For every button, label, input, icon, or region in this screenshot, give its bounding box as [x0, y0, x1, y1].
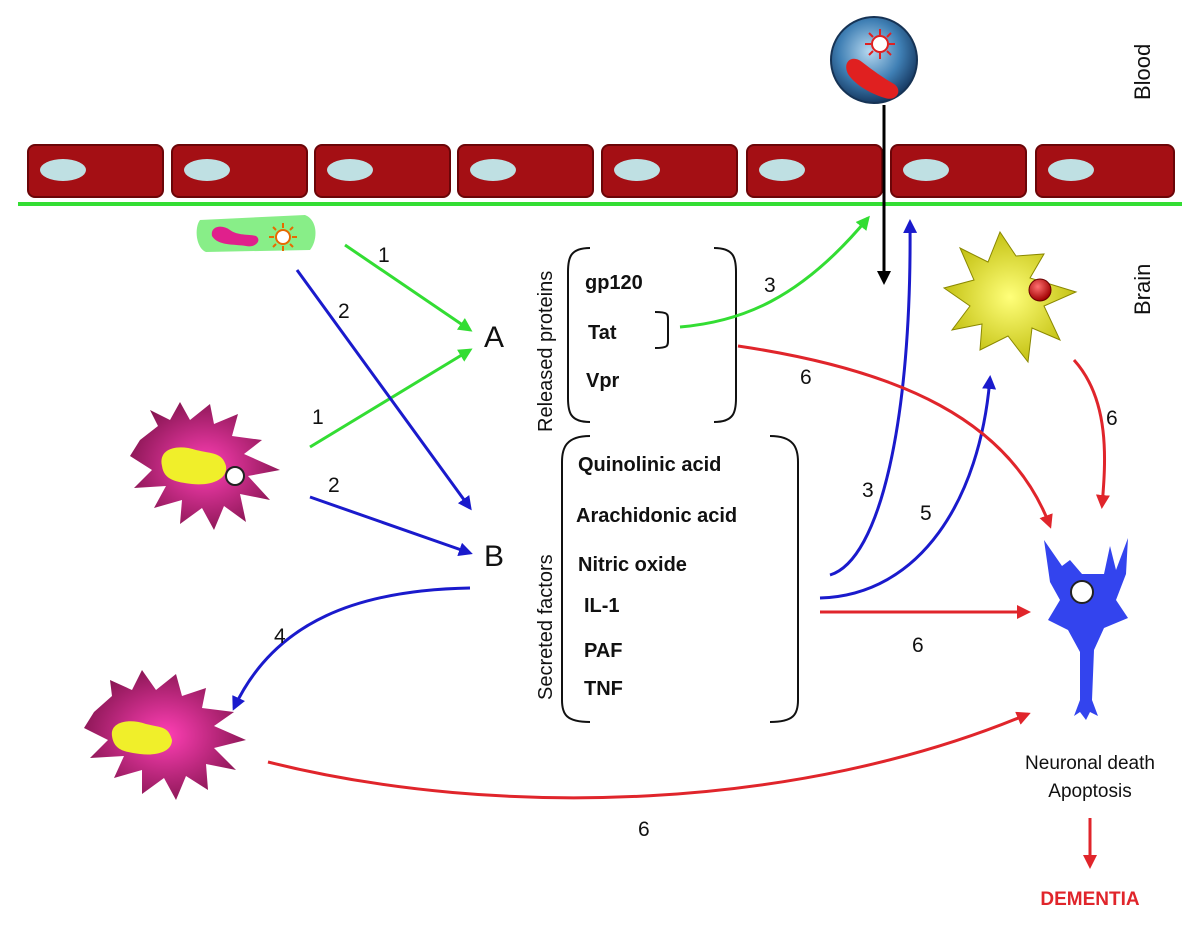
- infected-microglia-top: [196, 215, 316, 252]
- arrow-step5: [819, 375, 997, 600]
- step-label-2-top: 2: [338, 300, 350, 323]
- released-proteins-title: Released proteins: [535, 271, 557, 432]
- protein-tat: Tat: [588, 322, 617, 344]
- secreted-factors-title: Secreted factors: [535, 554, 557, 700]
- factor-arachidonic-acid: Arachidonic acid: [576, 505, 737, 527]
- arrow-step6-proteins: [737, 344, 1053, 529]
- arrow-step6-macrophage: [267, 711, 1031, 800]
- factor-paf: PAF: [584, 640, 623, 662]
- step-label-1-mid: 1: [312, 406, 324, 429]
- blood-vessel: [18, 144, 1182, 206]
- virus-particle-icon: [225, 466, 245, 486]
- arrow-step4: [232, 586, 471, 711]
- arrow-step2-mid: [309, 495, 473, 556]
- endothelial-cell: [601, 144, 738, 198]
- endothelial-cell: [314, 144, 451, 198]
- endothelial-cell: [457, 144, 594, 198]
- endothelial-cell: [1035, 144, 1175, 198]
- astrocyte: [942, 230, 1078, 364]
- step-label-3-factors: 3: [862, 479, 874, 502]
- virus-icon: [269, 223, 297, 251]
- brain-region-label: Brain: [1130, 264, 1155, 315]
- factor-nitric-oxide: Nitric oxide: [578, 554, 687, 576]
- activated-macrophage: [84, 670, 246, 800]
- arrow-step1-top: [344, 243, 473, 332]
- node-a-label: A: [484, 321, 504, 354]
- tat-bracket: [654, 311, 669, 349]
- step-label-6-bottom: 6: [638, 818, 650, 841]
- protein-vpr: Vpr: [586, 370, 620, 392]
- infected-macrophage: [130, 402, 280, 530]
- factor-quinolinic-acid: Quinolinic acid: [578, 454, 721, 476]
- arrow-step3-tat: [679, 215, 870, 329]
- outcome-neuronal-death: Neuronal death: [1025, 753, 1155, 774]
- infected-monocyte: [830, 16, 918, 104]
- outcome-apoptosis: Apoptosis: [1048, 781, 1131, 802]
- outcome-dementia: DEMENTIA: [1040, 889, 1140, 910]
- released-proteins-group: Released proteins gp120 Tat Vpr: [535, 247, 737, 432]
- arrow-step2-top: [295, 269, 472, 511]
- neuron: [1044, 538, 1128, 720]
- step-label-2-mid: 2: [328, 474, 340, 497]
- arrow-step6-astrocyte: [1072, 358, 1110, 509]
- secreted-factors-group: Secreted factors Quinolinic acid Arachid…: [535, 435, 799, 723]
- endothelial-cell: [27, 144, 164, 198]
- factor-il-1: IL-1: [584, 595, 620, 617]
- blood-region-label: Blood: [1130, 44, 1155, 100]
- step-label-6-factors: 6: [912, 634, 924, 657]
- step-label-6-astrocyte: 6: [1106, 407, 1118, 430]
- step-label-3-tat: 3: [764, 274, 776, 297]
- arrow-step3-factors: [829, 219, 918, 577]
- endothelial-cell: [746, 144, 883, 198]
- endothelial-cell: [171, 144, 308, 198]
- virus-icon: [865, 29, 895, 59]
- step-label-6-proteins: 6: [800, 366, 812, 389]
- endothelial-cell: [890, 144, 1027, 198]
- protein-gp120: gp120: [585, 272, 643, 294]
- step-label-4: 4: [274, 625, 286, 648]
- step-label-5: 5: [920, 502, 932, 525]
- factor-tnf: TNF: [584, 678, 623, 700]
- node-b-label: B: [484, 540, 504, 573]
- step-label-1-top: 1: [378, 244, 390, 267]
